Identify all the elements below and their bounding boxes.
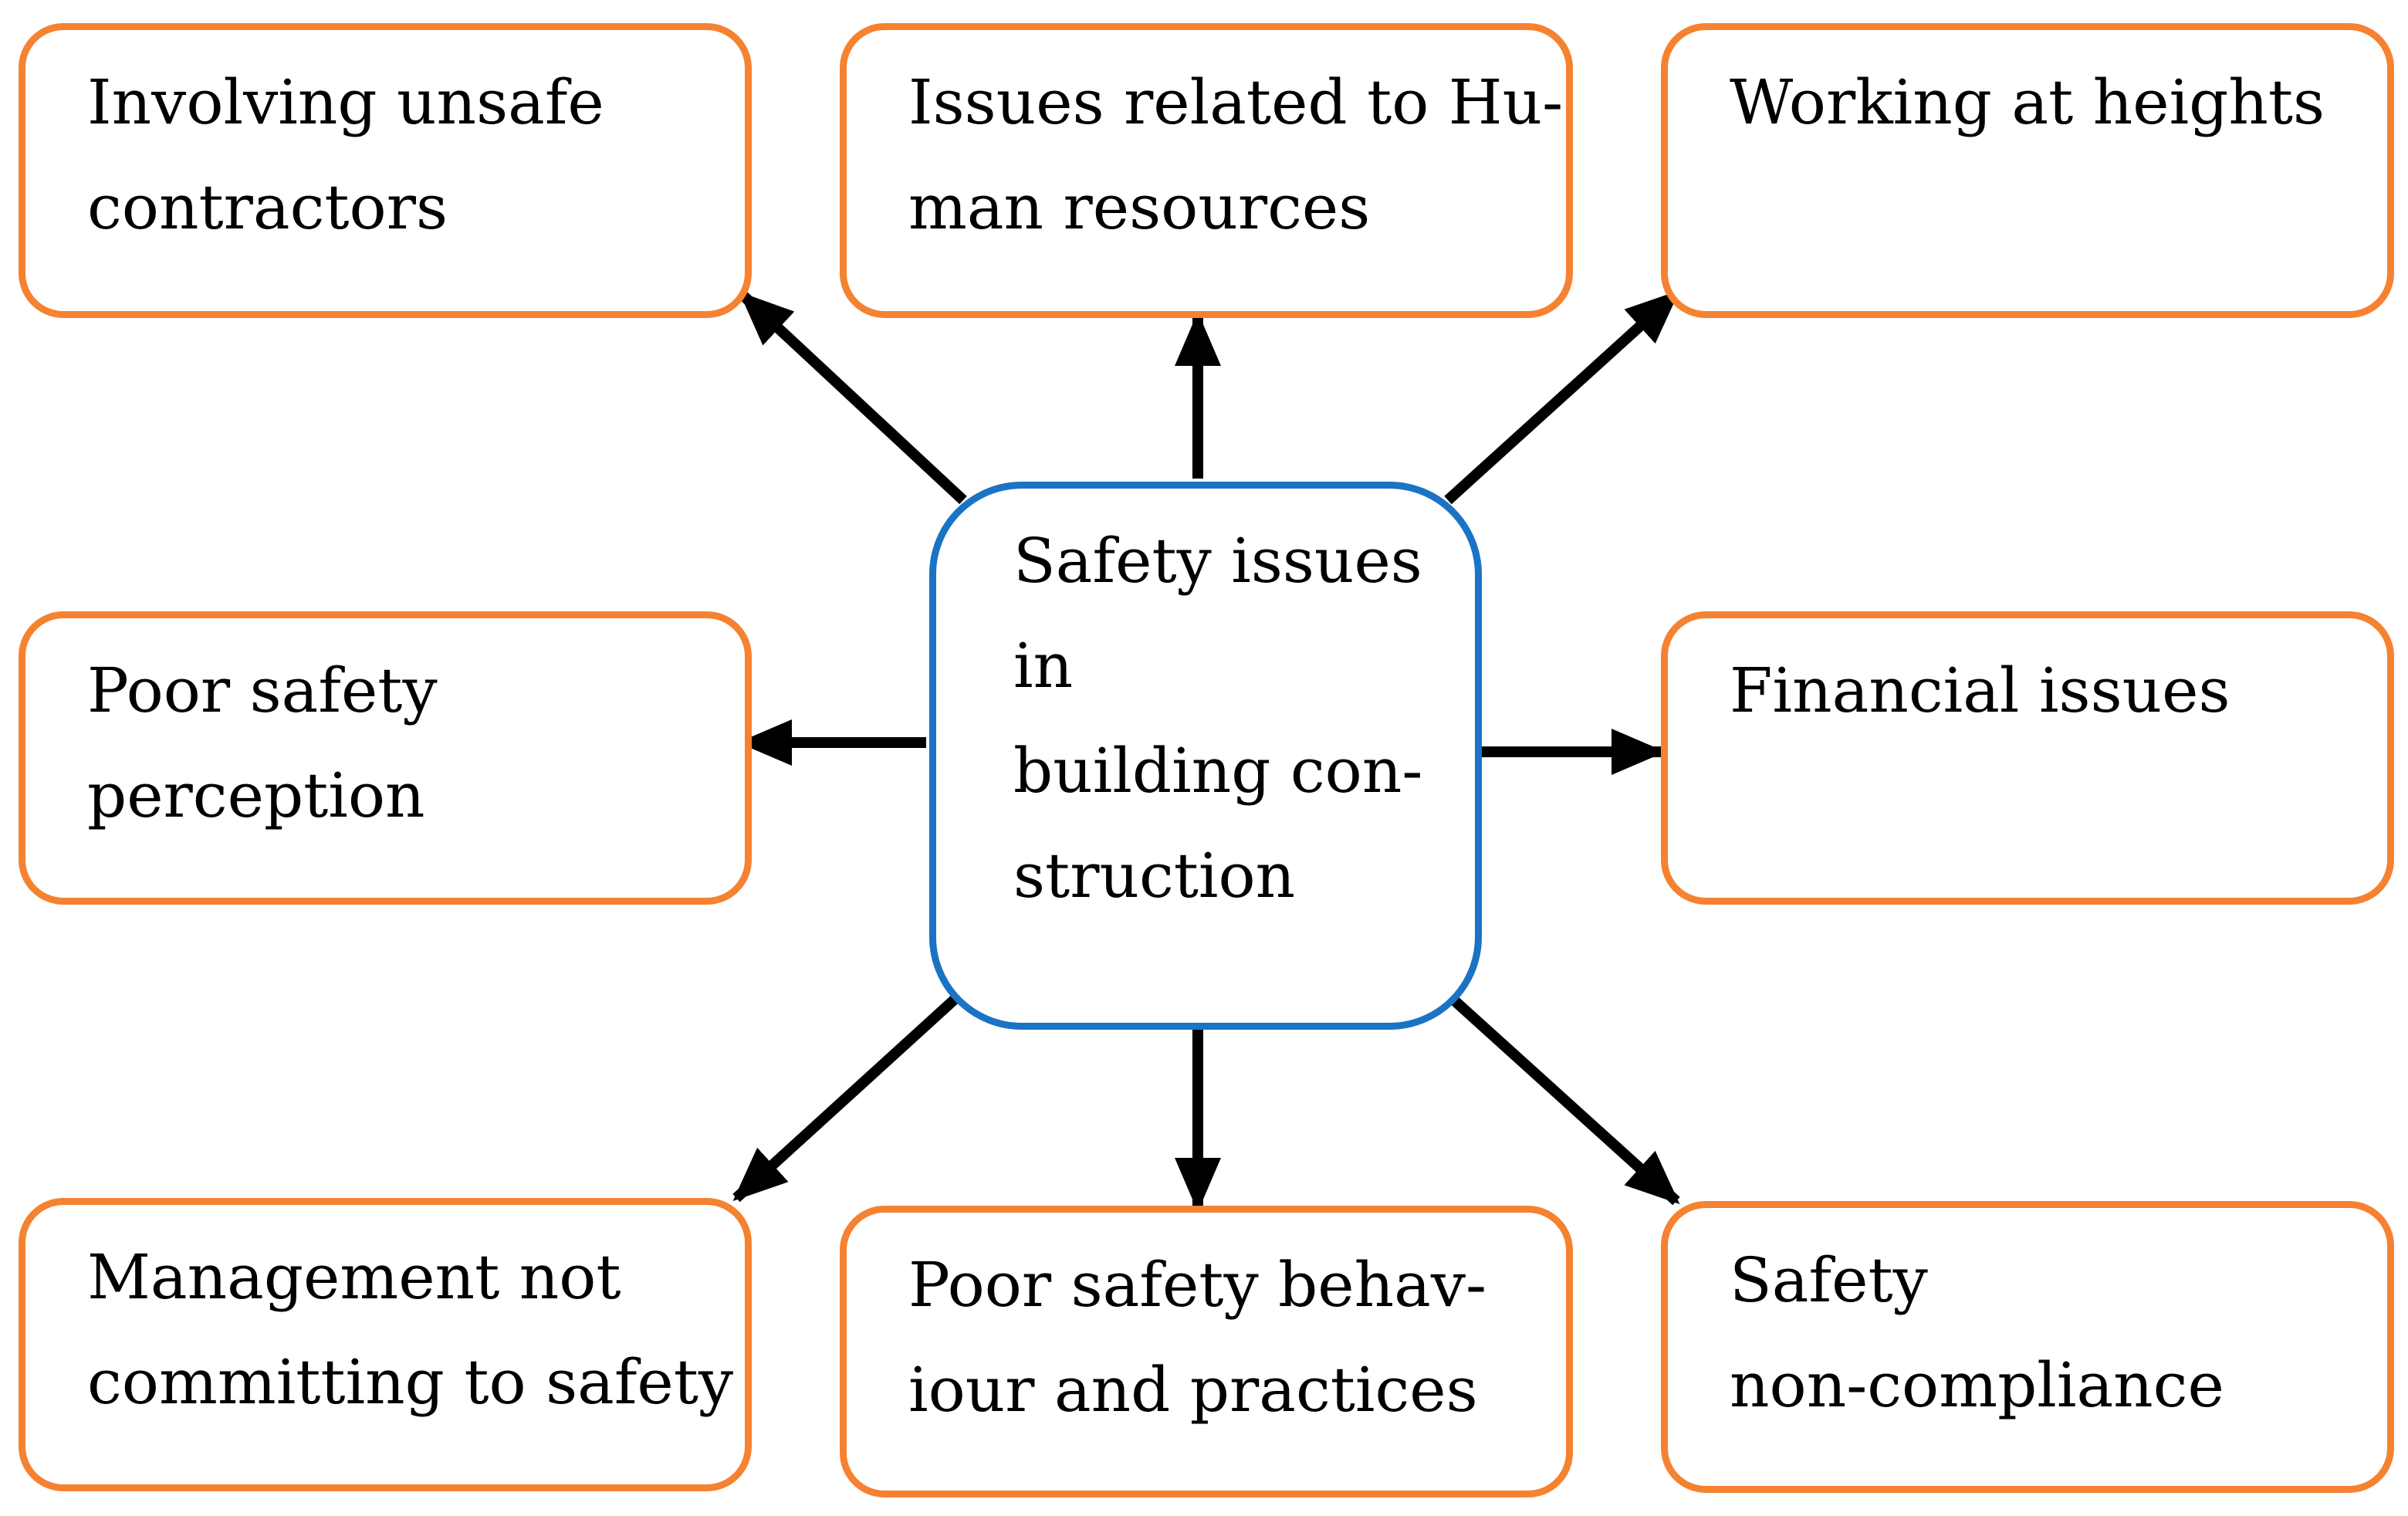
node-safety-non-compliance: Safety non-compliance	[1661, 1201, 2394, 1493]
node-label-line: man resources	[908, 171, 1371, 243]
node-label-line: Involving unsafe	[87, 66, 604, 138]
center-node: Safety issues in building con- struction	[929, 482, 1482, 1030]
node-management-not-committing: Management not committing to safety	[19, 1198, 752, 1491]
node-label-line: Issues related to Hu-	[908, 66, 1564, 138]
node-label-line: contractors	[87, 171, 448, 243]
node-label-line: non-compliance	[1730, 1349, 2224, 1421]
node-poor-safety-behaviour: Poor safety behav- iour and practices	[840, 1206, 1573, 1497]
arrow-to-management-not-committing	[732, 991, 962, 1203]
node-label-line: committing to safety	[87, 1346, 734, 1418]
center-line: in	[1013, 630, 1074, 702]
node-label-line: iour and practices	[908, 1354, 1478, 1426]
node-working-at-heights: Working at heights	[1661, 23, 2394, 318]
node-label-line: Safety	[1730, 1244, 1928, 1316]
center-line: building con-	[1013, 735, 1423, 807]
node-financial-issues: Financial issues	[1661, 611, 2394, 905]
node-label-line: Management not	[87, 1241, 621, 1313]
arrow-to-safety-non-compliance	[1449, 994, 1680, 1206]
node-label-line: Financial issues	[1730, 655, 2230, 726]
node-label-line: Working at heights	[1730, 66, 2325, 138]
arrow-to-working-at-heights	[1444, 289, 1680, 505]
arrow-to-unsafe-contractors	[739, 290, 967, 505]
node-label-line: Poor safety	[87, 655, 438, 726]
node-human-resources: Issues related to Hu- man resources	[840, 23, 1573, 318]
node-unsafe-contractors: Involving unsafe contractors	[19, 23, 752, 318]
node-poor-safety-perception: Poor safety perception	[19, 611, 752, 905]
center-line: Safety issues	[1013, 525, 1422, 597]
node-label-line: Poor safety behav-	[908, 1249, 1487, 1321]
center-line: struction	[1013, 840, 1296, 912]
node-label-line: perception	[87, 760, 425, 831]
